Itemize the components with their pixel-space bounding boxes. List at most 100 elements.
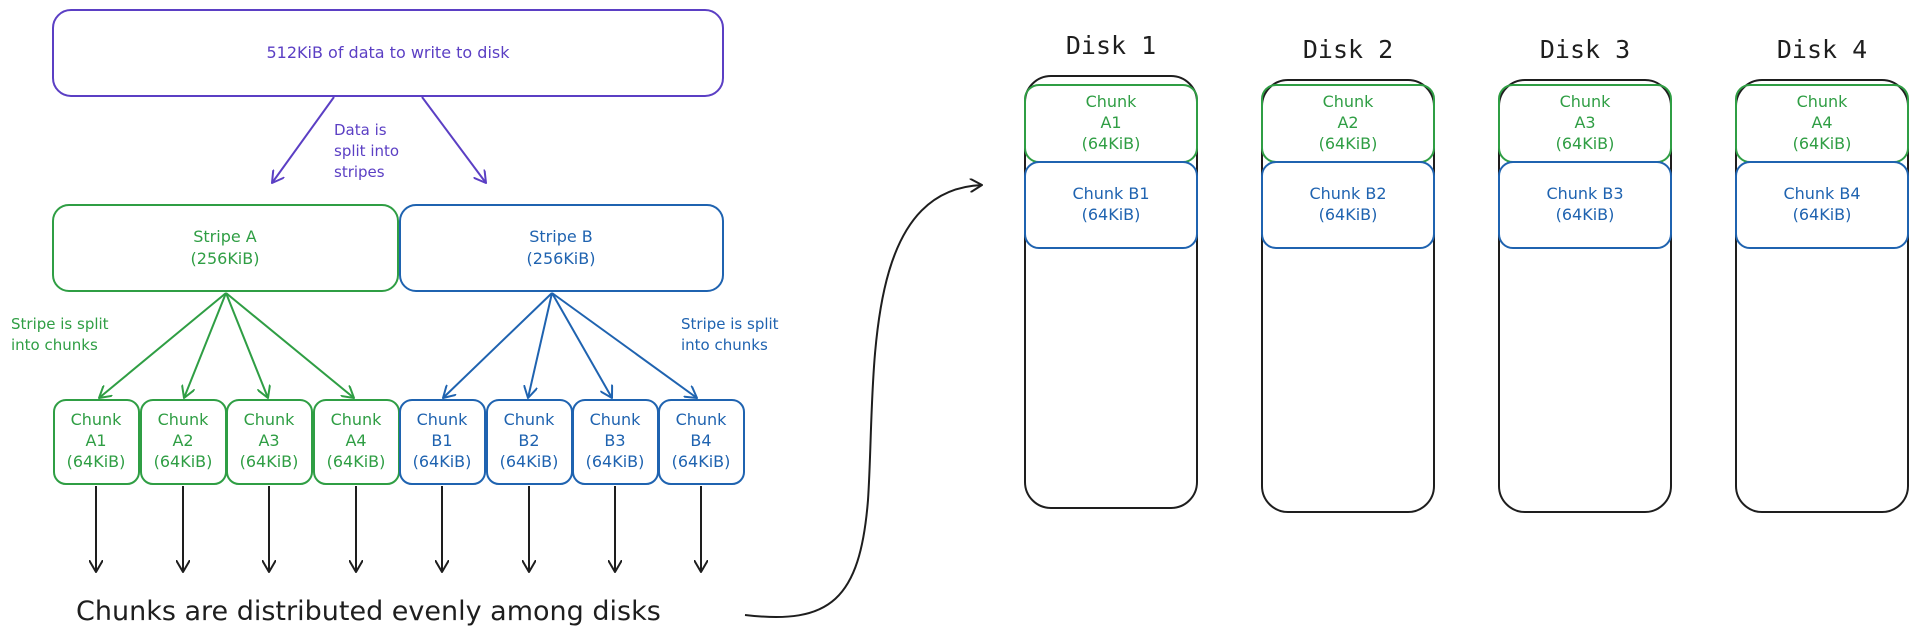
stripe-b: Stripe B (256KiB) bbox=[399, 204, 724, 292]
disk-chunk-id: A2 bbox=[1337, 113, 1358, 132]
disk-chunk-b: Chunk B2 (64KiB) bbox=[1261, 161, 1435, 249]
stripe-a-note: Stripe is split into chunks bbox=[11, 315, 109, 354]
disk-4: Disk 4 Chunk A4 (64KiB) Chunk B4 (64KiB) bbox=[1735, 35, 1909, 513]
disk-title: Disk 4 bbox=[1777, 35, 1867, 64]
chunk-b2: Chunk B2 (64KiB) bbox=[486, 399, 573, 485]
disk-title: Disk 3 bbox=[1540, 35, 1630, 64]
disk-chunk-id: A1 bbox=[1100, 113, 1121, 132]
disk-chunk-label: Chunk bbox=[1797, 92, 1849, 111]
disk-chunk-label: Chunk bbox=[1086, 92, 1138, 111]
chunk-id: B4 bbox=[690, 431, 711, 450]
stripe-b-title: Stripe B bbox=[529, 227, 593, 246]
stripe-b-arrows bbox=[443, 292, 697, 398]
chunk-label: Chunk bbox=[331, 410, 383, 429]
disk-2: Disk 2 Chunk A2 (64KiB) Chunk B2 (64KiB) bbox=[1261, 35, 1435, 513]
disk-chunk-label: Chunk B1 bbox=[1072, 184, 1149, 203]
caption: Chunks are distributed evenly among disk… bbox=[76, 596, 661, 627]
disk-chunk-label: Chunk B3 bbox=[1546, 184, 1623, 203]
chunk-size: (64KiB) bbox=[154, 452, 213, 471]
disk-chunk-a: Chunk A2 (64KiB) bbox=[1261, 84, 1435, 163]
chunk-size: (64KiB) bbox=[500, 452, 559, 471]
down-arrows bbox=[96, 486, 701, 572]
disk-chunk-size: (64KiB) bbox=[1556, 205, 1615, 224]
chunk-label: Chunk bbox=[676, 410, 728, 429]
chunk-arrow bbox=[225, 292, 268, 398]
chunk-id: A2 bbox=[172, 431, 193, 450]
disk-chunk-id: A4 bbox=[1811, 113, 1832, 132]
chunk-label: Chunk bbox=[71, 410, 123, 429]
chunk-size: (64KiB) bbox=[586, 452, 645, 471]
stripe-a-note-line: Stripe is split bbox=[11, 315, 109, 333]
disk-chunk-b: Chunk B4 (64KiB) bbox=[1735, 161, 1909, 249]
disk-chunk-size: (64KiB) bbox=[1319, 205, 1378, 224]
stripe-b-note-line: into chunks bbox=[681, 336, 768, 354]
chunk-size: (64KiB) bbox=[240, 452, 299, 471]
split-arrow-a bbox=[272, 96, 335, 183]
chunk-a2: Chunk A2 (64KiB) bbox=[140, 399, 227, 485]
chunk-arrow bbox=[528, 292, 553, 398]
source-box: 512KiB of data to write to disk bbox=[52, 9, 724, 97]
chunk-id: B2 bbox=[518, 431, 539, 450]
disk-chunk-label: Chunk B4 bbox=[1783, 184, 1860, 203]
disk-chunk-size: (64KiB) bbox=[1793, 134, 1852, 153]
stripe-a-title: Stripe A bbox=[193, 227, 257, 246]
chunk-id: B3 bbox=[604, 431, 625, 450]
stripe-a-size: (256KiB) bbox=[191, 249, 260, 268]
chunk-label: Chunk bbox=[244, 410, 296, 429]
chunk-arrow bbox=[551, 292, 697, 398]
chunk-label: Chunk bbox=[158, 410, 210, 429]
chunk-size: (64KiB) bbox=[413, 452, 472, 471]
chunk-a1: Chunk A1 (64KiB) bbox=[53, 399, 140, 485]
chunk-b4: Chunk B4 (64KiB) bbox=[658, 399, 745, 485]
chunk-arrow bbox=[99, 292, 227, 398]
chunk-a3: Chunk A3 (64KiB) bbox=[226, 399, 313, 485]
disk-chunk-a: Chunk A1 (64KiB) bbox=[1024, 84, 1198, 163]
chunk-arrow bbox=[184, 292, 227, 398]
disk-chunk-a: Chunk A4 (64KiB) bbox=[1735, 84, 1909, 163]
chunk-label: Chunk bbox=[590, 410, 642, 429]
stripe-b-note-line: Stripe is split bbox=[681, 315, 779, 333]
disk-chunk-label: Chunk B2 bbox=[1309, 184, 1386, 203]
split-arrow-b bbox=[421, 96, 486, 183]
chunk-id: A4 bbox=[345, 431, 366, 450]
chunk-id: A3 bbox=[258, 431, 279, 450]
disk-chunk-b: Chunk B1 (64KiB) bbox=[1024, 161, 1198, 249]
chunk-label: Chunk bbox=[504, 410, 556, 429]
chunk-arrow bbox=[443, 292, 553, 398]
distribution-arrow bbox=[744, 185, 982, 619]
source-label: 512KiB of data to write to disk bbox=[267, 43, 511, 62]
chunk-b3: Chunk B3 (64KiB) bbox=[572, 399, 659, 485]
disk-chunk-size: (64KiB) bbox=[1082, 205, 1141, 224]
chunk-arrow bbox=[225, 292, 354, 398]
chunk-a4: Chunk A4 (64KiB) bbox=[313, 399, 400, 485]
disk-chunk-a: Chunk A3 (64KiB) bbox=[1498, 84, 1672, 163]
chunk-size: (64KiB) bbox=[672, 452, 731, 471]
chunk-b1: Chunk B1 (64KiB) bbox=[399, 399, 486, 485]
disk-chunk-size: (64KiB) bbox=[1082, 134, 1141, 153]
disk-chunk-size: (64KiB) bbox=[1556, 134, 1615, 153]
disk-chunk-label: Chunk bbox=[1323, 92, 1375, 111]
split-note-line: split into bbox=[334, 142, 399, 160]
disk-chunk-label: Chunk bbox=[1560, 92, 1612, 111]
chunk-id: B1 bbox=[431, 431, 452, 450]
disk-title: Disk 2 bbox=[1303, 35, 1393, 64]
stripe-a-note-line: into chunks bbox=[11, 336, 98, 354]
disk-3: Disk 3 Chunk A3 (64KiB) Chunk B3 (64KiB) bbox=[1498, 35, 1672, 513]
disk-chunk-id: A3 bbox=[1574, 113, 1595, 132]
split-note-line: stripes bbox=[334, 163, 385, 181]
stripe-a: Stripe A (256KiB) bbox=[52, 204, 399, 292]
split-note-line: Data is bbox=[334, 121, 387, 139]
disk-1: Disk 1 Chunk A1 (64KiB) Chunk B1 (64KiB) bbox=[1024, 31, 1198, 509]
chunk-label: Chunk bbox=[417, 410, 469, 429]
stripe-b-size: (256KiB) bbox=[527, 249, 596, 268]
chunk-id: A1 bbox=[85, 431, 106, 450]
split-note: Data is split into stripes bbox=[334, 121, 399, 181]
chunk-arrow bbox=[551, 292, 612, 398]
disk-chunk-b: Chunk B3 (64KiB) bbox=[1498, 161, 1672, 249]
chunk-size: (64KiB) bbox=[67, 452, 126, 471]
chunk-size: (64KiB) bbox=[327, 452, 386, 471]
disk-chunk-size: (64KiB) bbox=[1793, 205, 1852, 224]
stripe-b-note: Stripe is split into chunks bbox=[681, 315, 779, 354]
disk-chunk-size: (64KiB) bbox=[1319, 134, 1378, 153]
